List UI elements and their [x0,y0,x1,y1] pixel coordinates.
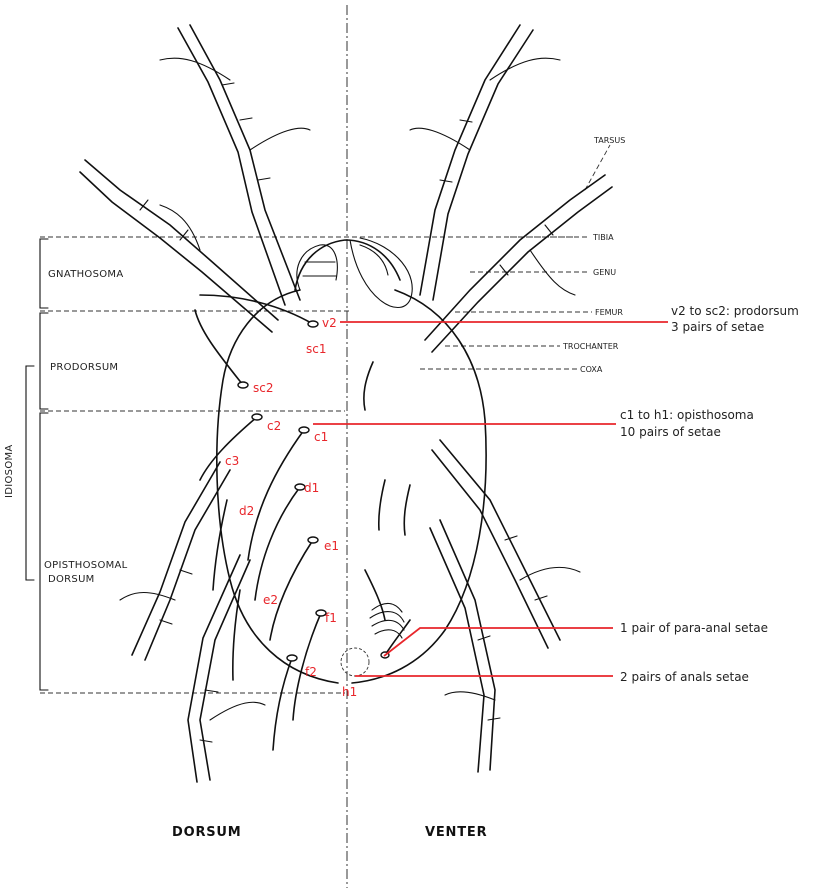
body-outline [217,238,486,683]
annotation-line-paraanal [384,628,613,656]
seta-c2: c2 [267,419,281,433]
label-genu: GENU [593,268,616,277]
seta-d2: d2 [239,504,254,518]
label-opisthosomal-1: OPISTHOSOMAL [44,560,128,571]
label-gnathosoma: GNATHOSOMA [48,269,123,280]
bracket-gnathosoma [40,239,48,308]
note-paraanal: 1 pair of para-anal setae [620,621,768,635]
note-opisthosoma-2: 10 pairs of setae [620,425,721,439]
note-prodorsum-1: v2 to sc2: prodorsum [671,304,799,318]
seta-e2: e2 [263,593,278,607]
ventral-setae [364,362,410,655]
title-venter: VENTER [425,825,487,840]
seta-v2: v2 [322,316,337,330]
bracket-opisthosomal [40,413,48,690]
seta-f2: f2 [305,665,317,679]
label-coxa: COXA [580,365,603,374]
bracket-prodorsum [40,313,48,409]
label-idiosoma: IDIOSOMA [4,444,15,498]
label-trochanter: TROCHANTER [562,342,619,351]
title-dorsum: DORSUM [172,825,242,840]
seta-c1: c1 [314,430,328,444]
seta-e1: e1 [324,539,339,553]
bracket-idiosoma [26,366,34,580]
seta-h1: h1 [342,685,357,699]
dorsal-setae [195,295,321,750]
label-tibia: TIBIA [592,233,614,242]
legs [80,25,612,782]
seta-sc1: sc1 [306,342,326,356]
label-prodorsum: PRODORSUM [50,362,118,373]
seta-c3: c3 [225,454,239,468]
note-prodorsum-2: 3 pairs of setae [671,320,764,334]
guide-tarsus [585,145,610,190]
seta-f1: f1 [325,611,337,625]
note-opisthosoma-1: c1 to h1: opisthosoma [620,408,754,422]
note-anal: 2 pairs of anals setae [620,670,749,684]
label-femur: FEMUR [595,308,623,317]
seta-sc2: sc2 [253,381,273,395]
seta-d1: d1 [304,481,319,495]
label-opisthosomal-2: DORSUM [48,574,95,585]
label-tarsus: TARSUS [593,136,625,145]
